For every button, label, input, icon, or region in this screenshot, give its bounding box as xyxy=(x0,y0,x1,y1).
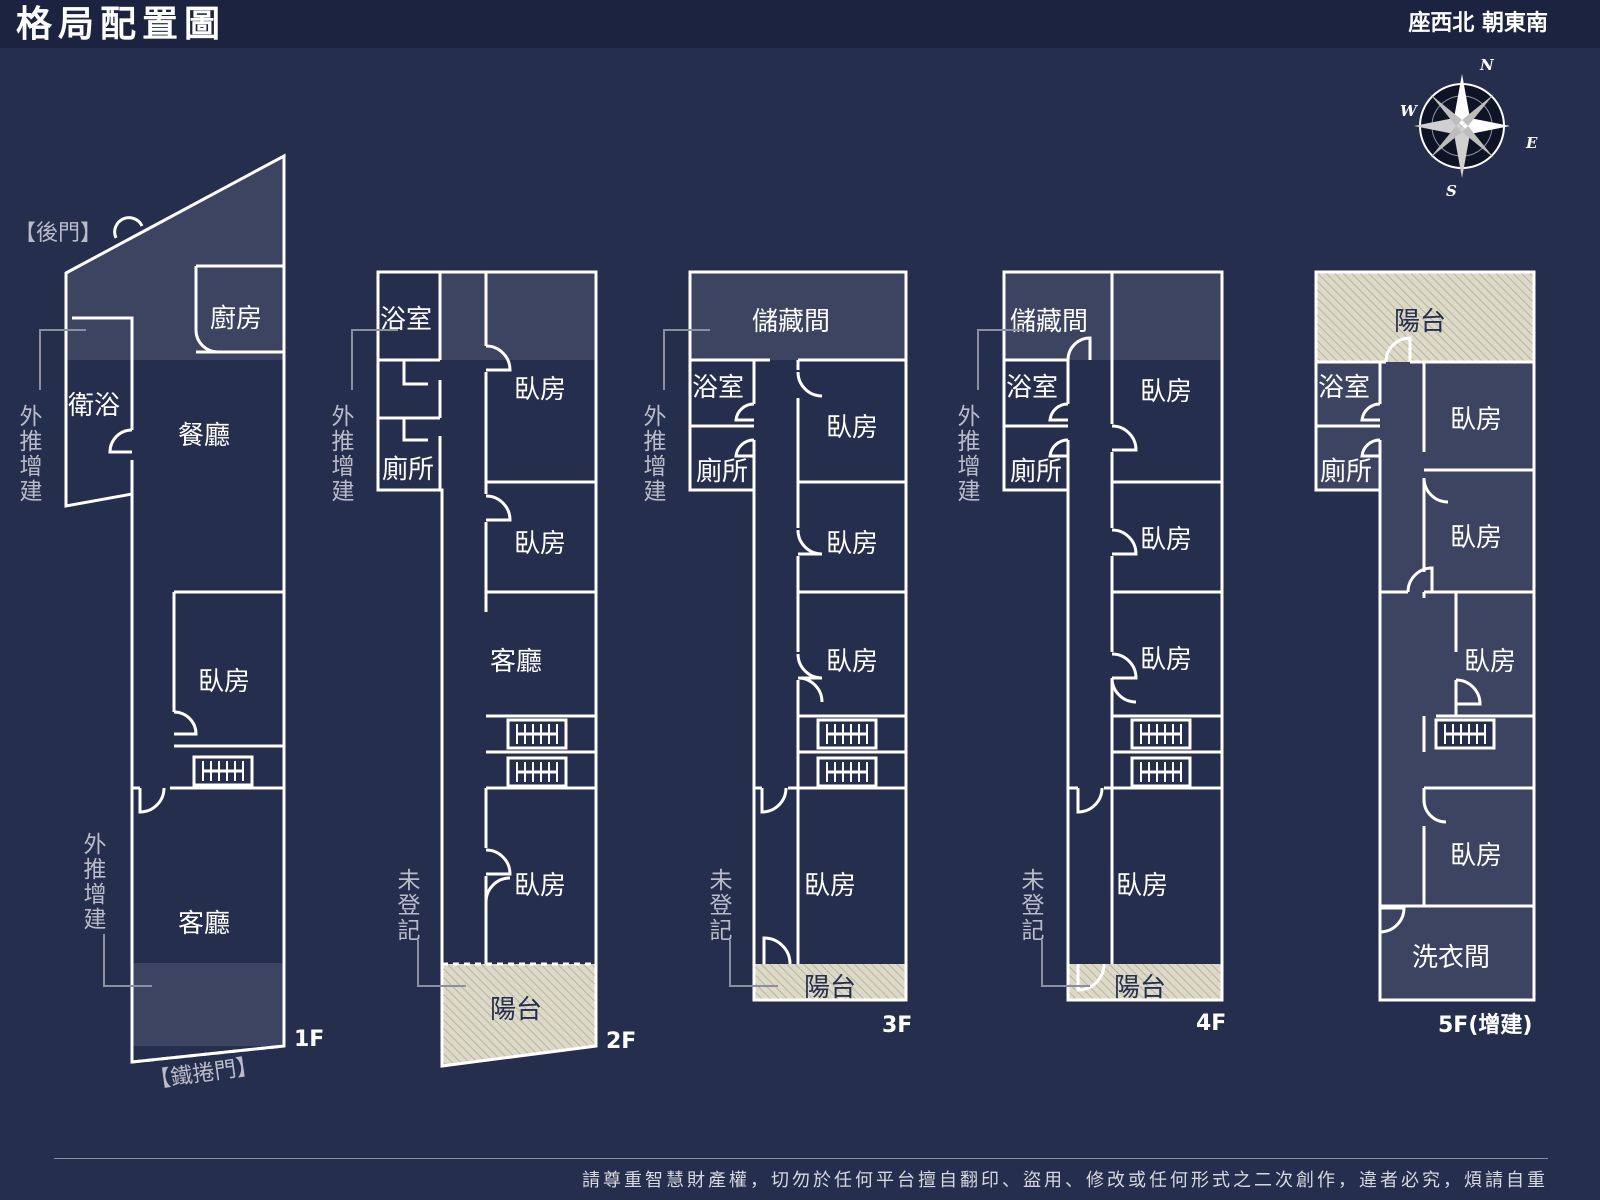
floor-label: 5F(增建) xyxy=(1438,1012,1532,1038)
stairs-icon xyxy=(816,718,878,750)
stairs-icon xyxy=(506,756,568,788)
compass-rose-icon: N E S W xyxy=(1400,56,1538,200)
room-label: 臥房 xyxy=(826,529,878,559)
compass-e: E xyxy=(1525,134,1538,152)
room-label: 客廳 xyxy=(490,647,542,677)
stairs-icon xyxy=(1130,756,1192,788)
floor-label: 4F xyxy=(1196,1011,1226,1036)
room-label: 臥房 xyxy=(198,667,250,697)
room-label: 儲藏間 xyxy=(752,307,830,337)
floor-label: 1F xyxy=(294,1027,324,1052)
room-label: 陽台 xyxy=(804,973,856,1003)
floor-1f: 廚房 衛浴 餐廳 臥房 客廳 【後門】 外推增建 外推增建 【鐵捲門】 1F xyxy=(14,153,324,1094)
room-label: 陽台 xyxy=(1114,973,1166,1003)
floor-4f: 儲藏間 浴室 廁所 臥房 臥房 臥房 臥房 陽台 外推增建 未登記 4F xyxy=(953,270,1226,1036)
room-label: 臥房 xyxy=(1140,377,1192,407)
note-label: 未登記 xyxy=(393,868,421,943)
room-label: 臥房 xyxy=(1140,645,1192,675)
room-label: 廁所 xyxy=(1320,457,1372,487)
room-label: 臥房 xyxy=(1450,841,1502,871)
back-door-label: 【後門】 xyxy=(14,221,102,246)
stairs-icon xyxy=(506,718,568,750)
room-label: 臥房 xyxy=(514,871,566,901)
room-label: 浴室 xyxy=(692,373,744,403)
note-label: 外推增建 xyxy=(953,404,981,504)
floor-3f: 儲藏間 浴室 廁所 臥房 臥房 臥房 臥房 陽台 外推增建 未登記 3F xyxy=(639,270,912,1038)
room-label: 浴室 xyxy=(1006,373,1058,403)
stairs-icon xyxy=(1434,718,1496,750)
compass-w: W xyxy=(1400,102,1419,120)
room-label: 陽台 xyxy=(490,995,542,1025)
room-label: 臥房 xyxy=(1140,525,1192,555)
note-label: 外推增建 xyxy=(639,404,667,504)
room-label: 臥房 xyxy=(1464,647,1516,677)
room-label: 臥房 xyxy=(826,413,878,443)
room-label: 儲藏間 xyxy=(1010,307,1088,337)
header-bar xyxy=(0,0,1600,48)
room-label: 臥房 xyxy=(826,647,878,677)
note-label: 未登記 xyxy=(705,868,733,943)
room-label: 臥房 xyxy=(804,871,856,901)
room-label: 臥房 xyxy=(1450,523,1502,553)
note-label: 外推增建 xyxy=(79,832,107,932)
room-label: 臥房 xyxy=(514,529,566,559)
compass-s: S xyxy=(1446,182,1457,200)
room-label: 臥房 xyxy=(1450,405,1502,435)
stairs-icon xyxy=(192,755,254,787)
copyright-disclaimer: 請尊重智慧財產權，切勿於任何平台擅自翻印、盜用、修改或任何形式之二次創作，違者必… xyxy=(582,1170,1548,1191)
floor-5f: 陽台 浴室 廁所 臥房 臥房 臥房 臥房 洗衣間 5F(增建) xyxy=(1314,270,1536,1038)
room-label: 洗衣間 xyxy=(1412,943,1490,973)
page-title: 格局配置圖 xyxy=(16,4,227,45)
stairs-icon xyxy=(816,756,878,788)
note-label: 外推增建 xyxy=(15,404,43,504)
room-label: 廚房 xyxy=(210,304,262,334)
compass-n: N xyxy=(1479,56,1495,74)
orientation-label: 座西北 朝東南 xyxy=(1408,11,1548,36)
room-label: 餐廳 xyxy=(178,421,230,451)
floor-2f: 浴室 廁所 臥房 臥房 客廳 臥房 陽台 外推增建 未登記 2F xyxy=(327,270,636,1068)
footer-divider xyxy=(54,1158,1548,1159)
room-label: 客廳 xyxy=(178,909,230,939)
room-label: 臥房 xyxy=(1116,871,1168,901)
room-label: 廁所 xyxy=(696,457,748,487)
floor-label: 3F xyxy=(882,1013,912,1038)
room-label: 臥房 xyxy=(514,375,566,405)
room-label: 廁所 xyxy=(382,455,434,485)
room-label: 廁所 xyxy=(1010,457,1062,487)
room-label: 衛浴 xyxy=(68,391,120,421)
floor-label: 2F xyxy=(606,1029,636,1054)
stairs-icon xyxy=(1130,718,1192,750)
room-label: 浴室 xyxy=(1318,373,1370,403)
note-label: 外推增建 xyxy=(327,404,355,504)
room-label: 陽台 xyxy=(1394,307,1446,337)
note-label: 未登記 xyxy=(1017,868,1045,943)
